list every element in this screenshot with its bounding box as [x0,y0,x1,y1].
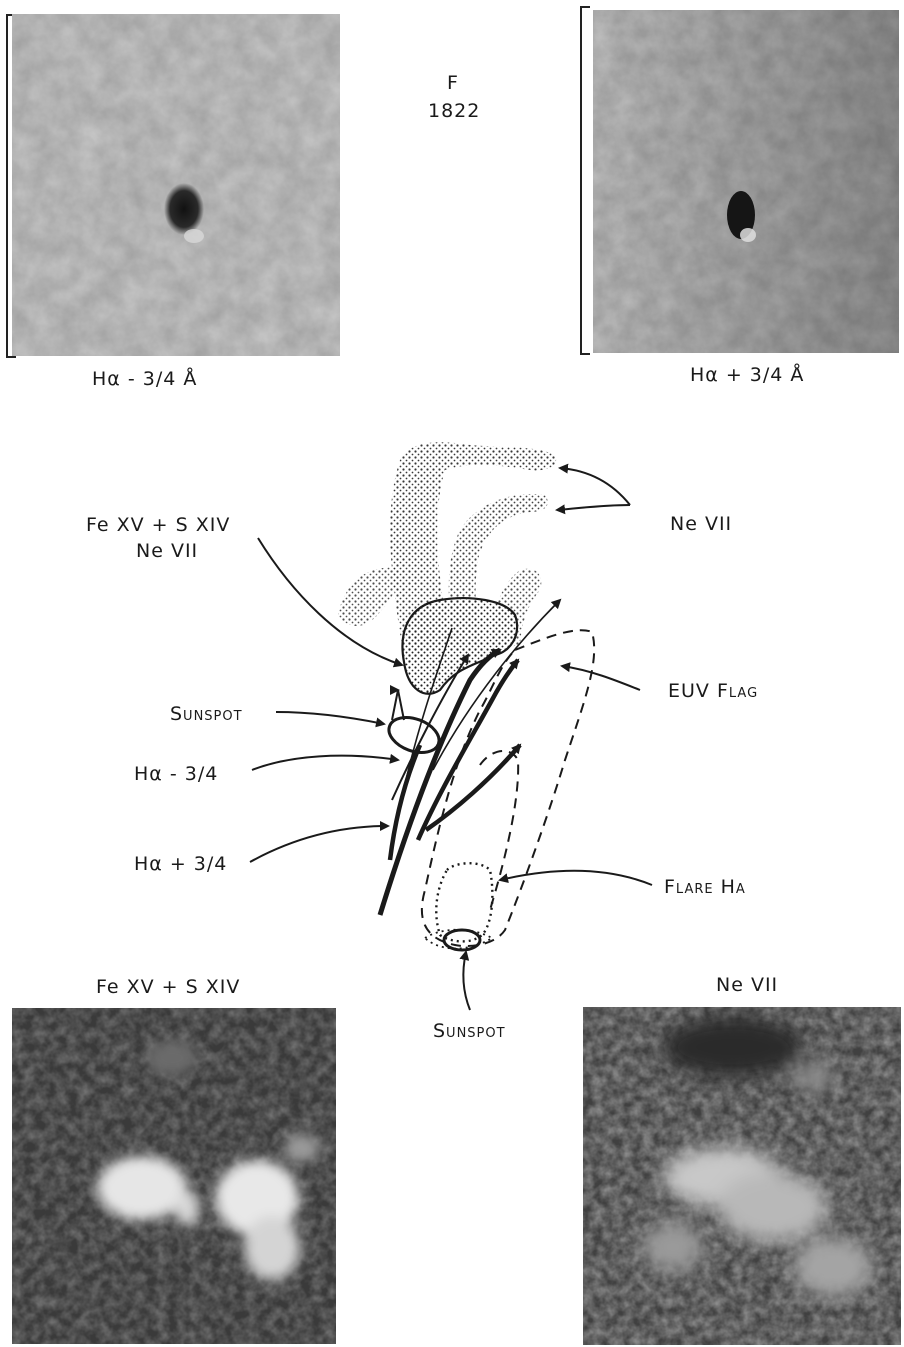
fe-xv-region [403,598,518,694]
halpha-plus-image [593,10,899,353]
arrow-halpha-minus [252,756,398,770]
ne-vii-image [583,1007,901,1345]
halpha-small-loop [392,690,404,720]
halpha-plus-label: Hα + 3/4 Å [690,364,804,386]
label-halpha-minus: Hα - 3/4 [134,763,218,785]
frame-bracket-right [580,6,590,355]
label-fe-xv-line2: Ne VII [136,540,198,562]
flare-schematic-diagram [0,400,904,1040]
label-euv-flag: EUV Flag [668,680,758,702]
ne-vii-loop-base [338,568,397,626]
ne-vii-panel-label: Ne VII [716,974,778,996]
label-sunspot-upper: Sunspot [170,703,243,725]
label-flare-halpha: Flare Hα [664,876,746,898]
fe-xv-image [12,1008,336,1344]
label-sunspot-lower: Sunspot [433,1020,506,1042]
figure-number: 1822 [428,100,480,122]
label-halpha-plus: Hα + 3/4 [134,853,227,875]
label-ne-vii: Ne VII [670,513,732,535]
euv-flag-inner [480,751,518,910]
fe-xv-panel-label: Fe XV + S XIV [96,976,240,998]
label-fe-xv-line1: Fe XV + S XIV [86,514,230,536]
lower-sunspot-shape [444,930,480,950]
arrow-euv-flag [562,666,640,690]
arrow-sunspot-upper [276,712,384,724]
arrow-ne-vii-top [560,468,630,505]
halpha-minus-label: Hα - 3/4 Å [92,368,197,390]
arrow-sunspot-lower [463,952,470,1010]
arrow-ne-vii-lower [557,505,630,510]
figure-letter: F [447,72,459,94]
halpha-minus-image [12,14,340,356]
arrow-halpha-plus [250,826,388,862]
